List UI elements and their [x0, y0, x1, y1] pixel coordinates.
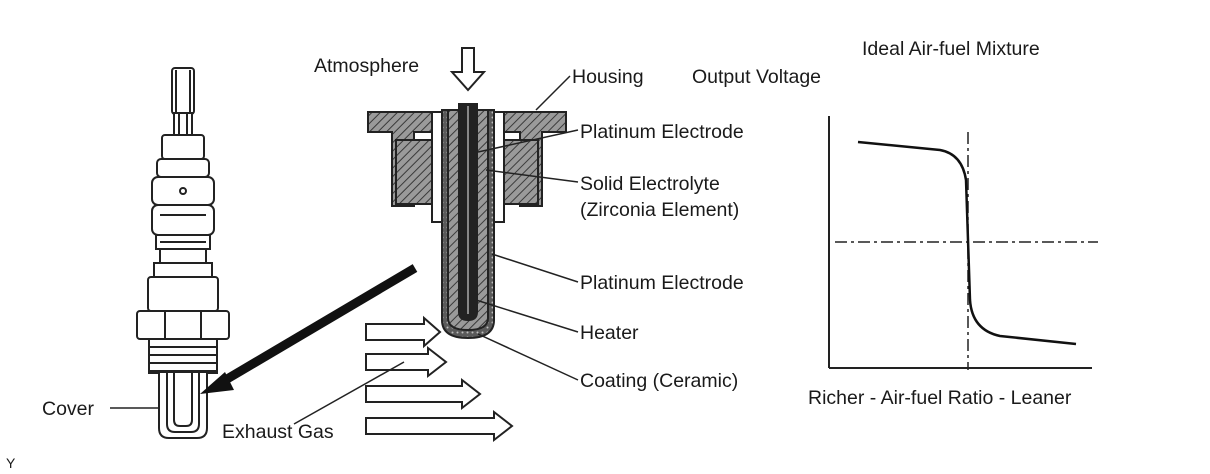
platinum-electrode-label-1: Platinum Electrode [580, 121, 744, 143]
exhaust-gas-label: Exhaust Gas [222, 421, 334, 443]
output-voltage-label: Output Voltage [692, 66, 821, 88]
platinum-electrode-label-2: Platinum Electrode [580, 272, 744, 294]
housing-label: Housing [572, 66, 644, 88]
voltage-curve [857, 140, 1077, 346]
sensor-body [136, 67, 230, 439]
atmosphere-arrow [449, 47, 487, 92]
solid-electrolyte-label: Solid Electrolyte [580, 173, 720, 195]
coating-label: Coating (Ceramic) [580, 370, 738, 392]
exhaust-flow-arrows [365, 315, 514, 443]
ideal-mixture-label: Ideal Air-fuel Mixture [862, 38, 1040, 60]
corner-mark: Y [6, 455, 16, 471]
zirconia-element-label: (Zirconia Element) [580, 199, 739, 221]
leader-arrow [200, 264, 418, 394]
leader-lines [110, 75, 579, 425]
cover-label: Cover [42, 398, 95, 420]
air-fuel-ratio-axis-label: Richer - Air-fuel Ratio - Leaner [808, 387, 1072, 409]
voltage-graph [828, 116, 1098, 370]
heater-label: Heater [580, 322, 639, 344]
atmosphere-label: Atmosphere [314, 55, 419, 77]
